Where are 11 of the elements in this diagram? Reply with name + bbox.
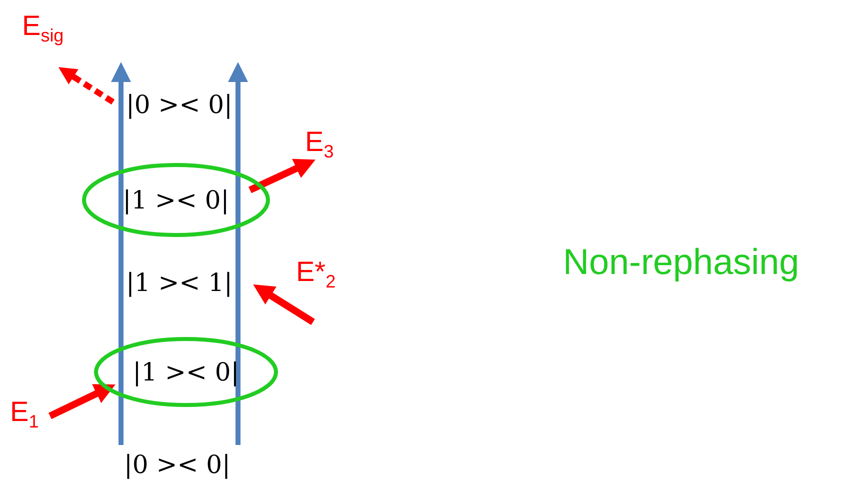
mode-label: Non-rephasing (563, 244, 800, 280)
field-label: E$_{sig}$ (22, 12, 64, 45)
density-matrix-label: |0 >< 0| (124, 452, 230, 477)
field-label: E$_{1}$ (10, 398, 39, 431)
ellipse-outline (82, 163, 270, 237)
density-matrix-label: |1 >< 1| (126, 270, 232, 295)
field-label: E$_{3}$ (305, 128, 334, 161)
density-matrix-label: |0 >< 0| (126, 92, 232, 117)
field-label: E*$_{2}$ (296, 258, 336, 291)
ellipse-outline (94, 337, 278, 407)
density-matrix-label: |1 >< 0| (122, 188, 230, 212)
